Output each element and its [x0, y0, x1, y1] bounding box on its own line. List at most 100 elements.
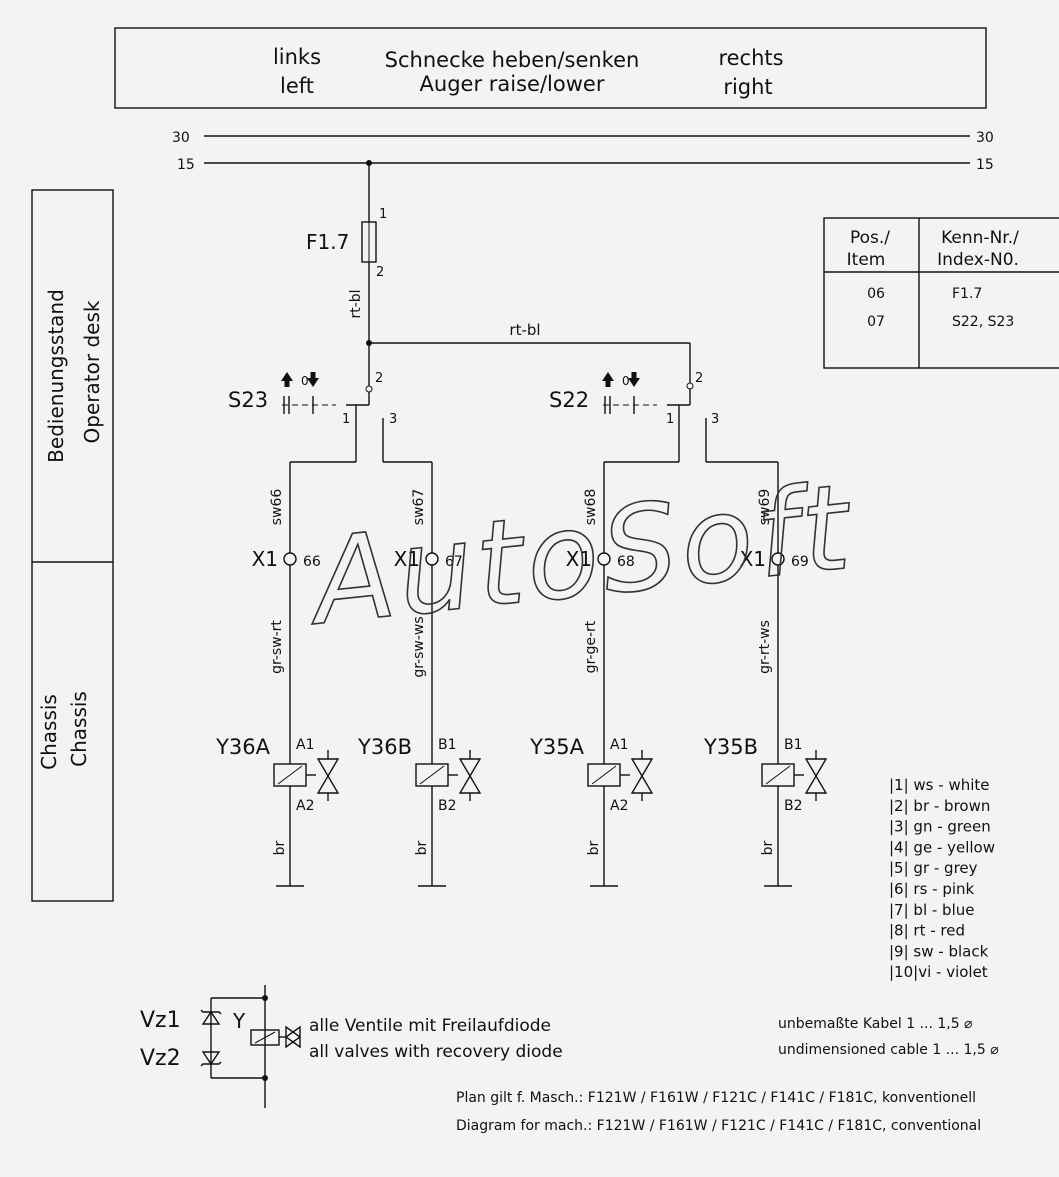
watermark-logo: AutoSoft — [300, 457, 859, 652]
wire — [591, 765, 617, 785]
connector-label: X1 — [566, 547, 592, 571]
valve-pin-bottom: A2 — [610, 798, 628, 814]
s23-mid: 0 — [301, 374, 309, 388]
wire-label-top: sw67 — [411, 489, 427, 526]
wire-label-bottom: gr-ge-rt — [583, 620, 599, 673]
legend-item: |6| rs - pink — [889, 880, 975, 898]
valve-pin-bottom: A2 — [296, 798, 314, 814]
valve-pin-bottom: B2 — [784, 798, 803, 814]
wire-label-bottom: gr-rt-ws — [757, 620, 773, 674]
cable-note-en: undimensioned cable 1 ... 1,5 ⌀ — [778, 1042, 999, 1058]
header-box — [114, 27, 987, 109]
shape — [285, 1025, 302, 1049]
table-row-id: F1.7 — [952, 286, 982, 302]
connector-x1-66 — [283, 552, 297, 566]
chassis-label-en: Chassis — [67, 691, 91, 767]
valve-icon — [458, 774, 482, 794]
wire-label-ground: br — [586, 840, 602, 855]
valve-icon — [804, 758, 828, 778]
s22-pin1: 1 — [666, 412, 674, 427]
legend-item: |5| gr - grey — [889, 859, 978, 877]
diode-note-en: all valves with recovery diode — [309, 1042, 563, 1062]
legend-item: |7| bl - blue — [889, 901, 974, 919]
wire-label-top: sw69 — [757, 489, 773, 526]
legend-item: |10|vi - violet — [889, 963, 988, 981]
header-right-en: right — [723, 75, 772, 99]
valve-label: Y36B — [357, 735, 412, 759]
valve-icon — [458, 758, 482, 778]
wire-label-rt-bl: rt-bl — [509, 321, 540, 339]
switch-s22 — [602, 372, 707, 462]
shape — [365, 385, 373, 393]
wire — [765, 765, 791, 785]
header-right-de: rechts — [718, 46, 783, 70]
zener-diode-icon — [201, 1051, 221, 1066]
rail-30-label-right: 30 — [976, 130, 994, 146]
fuse-label: F1.7 — [306, 230, 349, 254]
shape — [686, 382, 694, 390]
valve-icon — [316, 774, 340, 794]
vz1-label: Vz1 — [140, 1008, 181, 1033]
valve-icon — [804, 774, 828, 794]
valve-pin-top: B1 — [784, 737, 803, 753]
table-header-pos: Pos./ — [850, 228, 890, 248]
operator-label-de: Bedienungsstand — [44, 289, 68, 463]
s22-pin2: 2 — [695, 371, 703, 386]
wire-label-bottom: gr-sw-ws — [411, 616, 427, 677]
s22-mid: 0 — [622, 374, 630, 388]
cable-note-de: unbemaßte Kabel 1 ... 1,5 ⌀ — [778, 1016, 973, 1032]
legend-item: |2| br - brown — [889, 797, 990, 815]
table-row-pos: 06 — [867, 286, 885, 302]
wire-label-ground: br — [414, 840, 430, 855]
legend-item: |9| sw - black — [889, 942, 989, 960]
valve-icon — [630, 774, 654, 794]
connector-pin: 68 — [617, 554, 635, 570]
wire-label-ground: br — [272, 840, 288, 855]
connector-label: X1 — [740, 547, 766, 571]
shape — [605, 381, 611, 387]
header-title-en: Auger raise/lower — [420, 72, 605, 96]
s23-pin2: 2 — [375, 371, 383, 386]
diode-note-de: alle Ventile mit Freilaufdiode — [309, 1016, 551, 1036]
wire-label-bottom: gr-sw-rt — [269, 620, 285, 674]
valve-label: Y36A — [215, 735, 271, 759]
connector-pin: 67 — [445, 554, 463, 570]
diode-symbol — [200, 985, 302, 1108]
arrow-up-icon — [602, 372, 614, 381]
side-frame — [31, 189, 114, 902]
wire-label-top: sw68 — [583, 489, 599, 526]
chassis-label-de: Chassis — [37, 694, 61, 770]
valve-label: Y35B — [703, 735, 758, 759]
y-label: Y — [232, 1009, 246, 1033]
shape — [284, 381, 290, 387]
table-header-kenn: Kenn-Nr./ — [941, 228, 1019, 248]
legend-item: |1| ws - white — [889, 776, 990, 794]
header-left-en: left — [280, 74, 314, 98]
header-left-de: links — [273, 45, 321, 69]
arrow-down-icon — [307, 378, 319, 387]
switch-s23-label: S23 — [228, 388, 268, 412]
shape — [310, 372, 316, 378]
fuse-pin1: 1 — [379, 207, 387, 222]
rail-15-label-left: 15 — [177, 157, 195, 173]
legend-item: |4| ge - yellow — [889, 838, 995, 856]
machine-note-de: Plan gilt f. Masch.: F121W / F161W / F12… — [456, 1090, 976, 1106]
switch-s22-label: S22 — [549, 388, 589, 412]
wire — [419, 765, 445, 785]
wire-label-top: sw66 — [269, 489, 285, 526]
header-title-de: Schnecke heben/senken — [385, 48, 640, 72]
switch-s23 — [281, 372, 384, 462]
zener-diode-icon — [201, 1010, 221, 1025]
item-table — [823, 217, 1059, 369]
rail-30-label-left: 30 — [172, 130, 190, 146]
legend-item: |3| gn - green — [889, 818, 991, 836]
table-row-id: S22, S23 — [952, 314, 1014, 330]
color-legend: |1| ws - white |2| br - brown |3| gn - gre… — [889, 776, 995, 981]
s22-pin3: 3 — [711, 412, 719, 427]
connector-pin: 69 — [791, 554, 809, 570]
rail-15-label-right: 15 — [976, 157, 994, 173]
valve-pin-bottom: B2 — [438, 798, 457, 814]
connector-label: X1 — [252, 547, 278, 571]
